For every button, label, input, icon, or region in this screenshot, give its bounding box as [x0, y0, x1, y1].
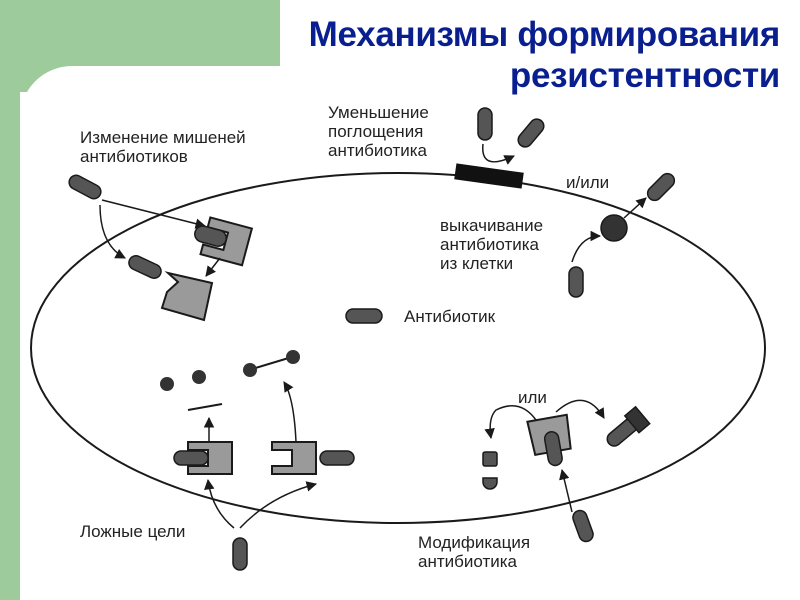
label-antibiotic: Антибиотик	[404, 307, 496, 326]
slide-title: Механизмы формирования резистентности	[260, 14, 781, 96]
degraded-fragment	[160, 377, 174, 391]
efflux-pump	[600, 214, 628, 242]
title-line-2: резистентности	[509, 56, 780, 95]
antibiotic-pill	[568, 266, 584, 298]
label-modification: Модификация антибиотика	[418, 533, 530, 571]
label-and-or: и/или	[566, 173, 610, 192]
arrow	[559, 468, 573, 513]
label-line: Модификация	[418, 533, 531, 552]
label-line: антибиотика	[418, 552, 517, 571]
arrow	[204, 478, 235, 529]
arrow	[101, 199, 207, 229]
arrow	[239, 481, 318, 529]
porin	[454, 163, 524, 189]
label-line: поглощения	[328, 122, 424, 141]
label-line: Уменьшение	[328, 103, 429, 122]
antibiotic-pill	[477, 107, 493, 141]
label-line: из клетки	[440, 254, 514, 273]
bacterial-cell	[30, 172, 766, 524]
label-or: или	[518, 388, 547, 407]
label-decoys: Ложные цели	[80, 522, 186, 541]
modified-antibiotic	[606, 405, 651, 447]
arrow	[623, 197, 647, 219]
antibiotic-pill	[232, 537, 248, 571]
cleaved-antibiotic	[482, 451, 498, 490]
frame-content-area	[20, 66, 800, 600]
arrow	[482, 143, 515, 165]
label-line: Изменение мишеней	[80, 128, 246, 147]
degraded-fragment	[192, 370, 206, 384]
target-bound	[194, 216, 254, 267]
antibiotic-pill	[646, 172, 676, 202]
decoy-target-free	[271, 441, 355, 475]
arrow	[205, 257, 221, 277]
inhibition-bar	[187, 403, 223, 411]
arrow	[555, 399, 605, 419]
arrow	[283, 381, 297, 443]
arrow	[484, 405, 537, 440]
antibiotic-legend-pill	[345, 308, 383, 324]
altered-target	[160, 271, 214, 322]
label-efflux: выкачивание антибиотика из клетки	[440, 216, 543, 273]
frame-left-strip	[20, 92, 66, 580]
label-line: антибиотиков	[80, 147, 188, 166]
arrow	[571, 230, 602, 263]
label-line: антибиотика	[328, 141, 427, 160]
antibiotic-pill	[68, 174, 102, 200]
modifying-enzyme	[526, 413, 572, 467]
antibiotic-pill	[517, 118, 545, 148]
antibiotic-pill	[572, 509, 594, 543]
label-line: антибиотика	[440, 235, 539, 254]
label-line: выкачивание	[440, 216, 544, 235]
label-reduced-uptake: Уменьшение поглощения антибиотика	[328, 103, 429, 160]
arrow	[99, 204, 126, 259]
title-line-1: Механизмы формирования	[308, 15, 781, 54]
decoy-fragment-pair	[243, 350, 300, 377]
label-target-change: Изменение мишеней антибиотиков	[80, 128, 246, 166]
decoy-target-bound	[173, 441, 233, 475]
antibiotic-pill	[128, 255, 162, 279]
